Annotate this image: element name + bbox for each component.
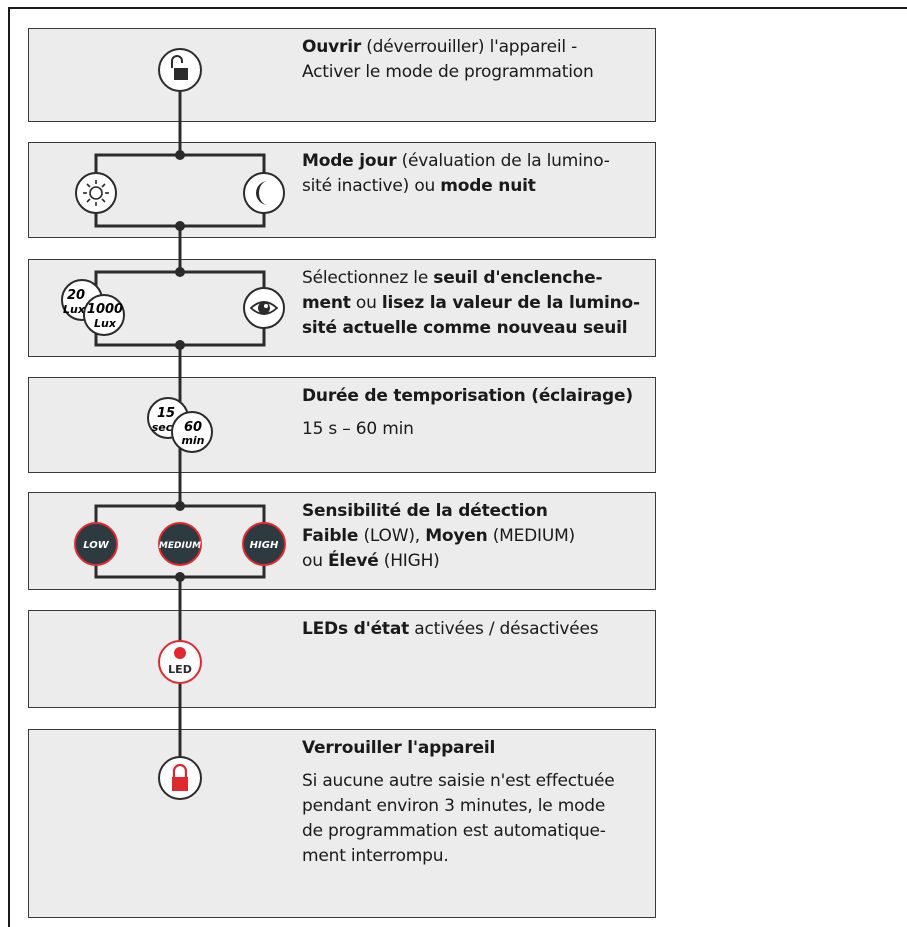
step-threshold: Sélectionnez le seuil d'enclenche- ment … (28, 259, 656, 357)
frame-left-border (8, 7, 10, 927)
unlock-title-rest: (déverrouiller) l'appareil - (361, 37, 578, 57)
threshold-bold-4: sité actuelle comme nouveau seuil (302, 318, 628, 338)
night-mode-label: mode nuit (440, 176, 536, 196)
lock-para-3: de programmation est automatique- (302, 821, 606, 841)
day-mode-label: Mode jour (302, 151, 397, 171)
day-mode-desc: (évaluation de la lumino- (396, 151, 610, 171)
high-button-label: HIGH (250, 540, 279, 551)
step-unlock-text: Ouvrir (déverrouiller) l'appareil - Acti… (302, 35, 647, 85)
threshold-bold-1: seuil d'enclenche- (433, 268, 603, 288)
time-dial-front-value: 60 (184, 420, 202, 435)
step-threshold-text: Sélectionnez le seuil d'enclenche- ment … (302, 266, 647, 341)
lux-dial-back-unit: Lux (63, 303, 86, 316)
step-day-night: Mode jour (évaluation de la lumino- sité… (28, 142, 656, 238)
day-mode-desc-2: sité inactive) ou (302, 176, 441, 196)
time-dial-back-value: 15 (157, 406, 175, 421)
lux-dial-front-value: 1000 (87, 302, 123, 317)
sensitivity-low: Faible (302, 526, 359, 546)
junction-dot (175, 267, 185, 277)
sensitivity-title: Sensibilité de la détection (302, 501, 548, 521)
junction-dot (175, 501, 185, 511)
lux-dial-front-unit: Lux (94, 317, 117, 330)
eye-icon (243, 287, 285, 329)
sensitivity-high-desc: (HIGH) (378, 551, 440, 571)
step-leds-text: LEDs d'état activées / désactivées (302, 617, 647, 642)
low-button-icon: LOW (74, 522, 118, 566)
lock-para-1: Si aucune autre saisie n'est effectuée (302, 771, 615, 791)
unlock-line2: Activer le mode de programmation (302, 62, 594, 82)
step-unlock: Ouvrir (déverrouiller) l'appareil - Acti… (28, 28, 656, 122)
sun-icon (75, 172, 117, 214)
led-label: LED (168, 663, 192, 676)
step-time-text: Durée de temporisation (éclairage) 15 s … (302, 384, 647, 442)
unlocked-padlock-icon (158, 48, 202, 92)
step-day-night-text: Mode jour (évaluation de la lumino- sité… (302, 149, 647, 199)
moon-icon (243, 172, 285, 214)
high-button-icon: HIGH (242, 522, 286, 566)
junction-dot (175, 572, 185, 582)
step-lock: Verrouiller l'appareil Si aucune autre s… (28, 729, 656, 918)
lock-title: Verrouiller l'appareil (302, 738, 496, 758)
medium-button-label: MEDIUM (159, 541, 201, 551)
step-leds: LEDs d'état activées / désactivées (28, 610, 656, 708)
lux-dial-back-value: 20 (67, 288, 85, 303)
sensitivity-medium: Moyen (425, 526, 488, 546)
junction-dot (175, 150, 185, 160)
time-dial-icon: 15 sec 60 min (147, 397, 213, 453)
lux-dial-icon: 20 Lux 1000 Lux (61, 279, 125, 336)
sensitivity-high: Élevé (327, 551, 379, 571)
step-sensitivity-text: Sensibilité de la détection Faible (LOW)… (302, 499, 647, 574)
lock-para-4: ment interrompu. (302, 846, 449, 866)
lock-para-2: pendant environ 3 minutes, le mode (302, 796, 606, 816)
medium-button-icon: MEDIUM (158, 522, 202, 566)
step-lock-text: Verrouiller l'appareil Si aucune autre s… (302, 736, 647, 869)
unlock-title: Ouvrir (302, 37, 362, 57)
led-icon: LED (158, 640, 202, 684)
time-range: 15 s – 60 min (302, 419, 414, 439)
time-dial-back-unit: sec (152, 421, 173, 434)
frame-top-border (8, 7, 907, 9)
sensitivity-or: ou (302, 551, 328, 571)
step-sensitivity: Sensibilité de la détection Faible (LOW)… (28, 492, 656, 590)
threshold-text-1: Sélectionnez le (302, 268, 434, 288)
threshold-bold-3: lisez la valeur de la lumino- (381, 293, 640, 313)
sensitivity-medium-desc: (MEDIUM) (487, 526, 575, 546)
threshold-bold-2: ment (302, 293, 351, 313)
leds-title: LEDs d'état (302, 619, 410, 639)
step-time: Durée de temporisation (éclairage) 15 s … (28, 377, 656, 473)
low-button-label: LOW (83, 540, 110, 551)
locked-padlock-icon (158, 756, 202, 800)
time-title: Durée de temporisation (éclairage) (302, 386, 633, 406)
leds-desc: activées / désactivées (409, 619, 599, 639)
junction-dot (175, 221, 185, 231)
sensitivity-low-desc: (LOW), (358, 526, 426, 546)
threshold-text-2: ou (350, 293, 382, 313)
junction-dot (175, 340, 185, 350)
time-dial-front-unit: min (181, 434, 204, 447)
